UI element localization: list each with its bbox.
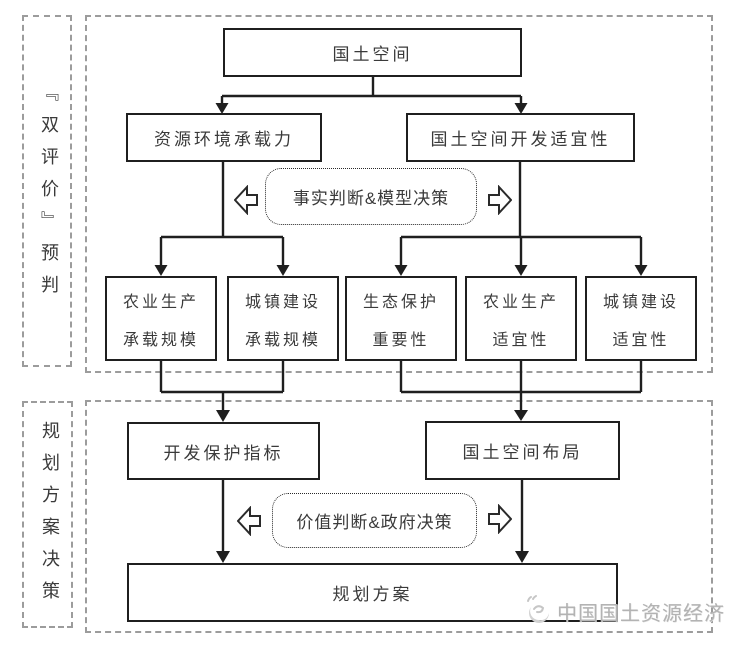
watermark: 中国国土资源经济 — [521, 593, 725, 629]
root-box: 国土空间 — [223, 28, 522, 77]
hollow-arrow-left-icon — [237, 506, 261, 536]
value-judgment-label: 价值判断&政府决策 — [296, 513, 453, 532]
carrying-capacity-box: 资源环境承载力 — [126, 113, 322, 162]
eco-importance-line2: 重要性 — [372, 331, 430, 349]
spatial-layout-box: 国土空间布局 — [425, 421, 620, 480]
stage-frame-planning — [85, 400, 713, 633]
urban-suitability-line2: 适宜性 — [612, 331, 670, 349]
eco-importance-line1: 生态保护 — [362, 293, 439, 311]
planning-scheme-label: 规划方案 — [332, 585, 413, 604]
stage-frame-prejudgment-label — [22, 15, 72, 367]
spatial-layout-label: 国土空间布局 — [462, 443, 583, 462]
agri-suitability-line2: 适宜性 — [492, 331, 550, 349]
stage-frame-evaluation — [85, 15, 713, 373]
agri-carrying-box: 农业生产 承载规模 — [105, 276, 217, 361]
eco-importance-box: 生态保护 重要性 — [345, 276, 457, 361]
agri-carrying-line1: 农业生产 — [122, 293, 199, 311]
protection-indicator-label: 开发保护指标 — [163, 443, 284, 463]
urban-carrying-line1: 城镇建设 — [244, 293, 321, 311]
hollow-arrow-right-icon — [488, 504, 512, 534]
urban-carrying-line2: 承载规模 — [244, 331, 321, 349]
development-suitability-label: 国土空间开发适宜性 — [430, 130, 611, 149]
development-suitability-box: 国土空间开发适宜性 — [406, 113, 635, 162]
agri-suitability-line1: 农业生产 — [482, 293, 559, 311]
fact-judgment-callout: 事实判断&模型决策 — [265, 168, 477, 225]
urban-suitability-line1: 城镇建设 — [602, 293, 679, 311]
bird-logo-icon — [527, 595, 549, 623]
urban-carrying-box: 城镇建设 承载规模 — [227, 276, 339, 361]
agri-carrying-line2: 承载规模 — [122, 331, 199, 349]
hollow-arrow-left-icon — [234, 185, 258, 215]
agri-suitability-box: 农业生产 适宜性 — [465, 276, 577, 361]
stage-label-prejudgment: 『双评价』预判 — [39, 83, 59, 307]
carrying-capacity-label: 资源环境承载力 — [154, 130, 294, 149]
fact-judgment-label: 事实判断&模型决策 — [292, 189, 450, 208]
value-judgment-callout: 价值判断&政府决策 — [272, 493, 477, 548]
root-box-label: 国土空间 — [332, 45, 413, 64]
stage-frame-decision-label — [22, 401, 73, 628]
urban-suitability-box: 城镇建设 适宜性 — [585, 276, 697, 361]
protection-indicator-box: 开发保护指标 — [127, 422, 320, 480]
watermark-text: 中国国土资源经济 — [557, 602, 725, 625]
stage-label-decision: 规划方案决策 — [40, 421, 60, 613]
hollow-arrow-right-icon — [488, 185, 512, 215]
